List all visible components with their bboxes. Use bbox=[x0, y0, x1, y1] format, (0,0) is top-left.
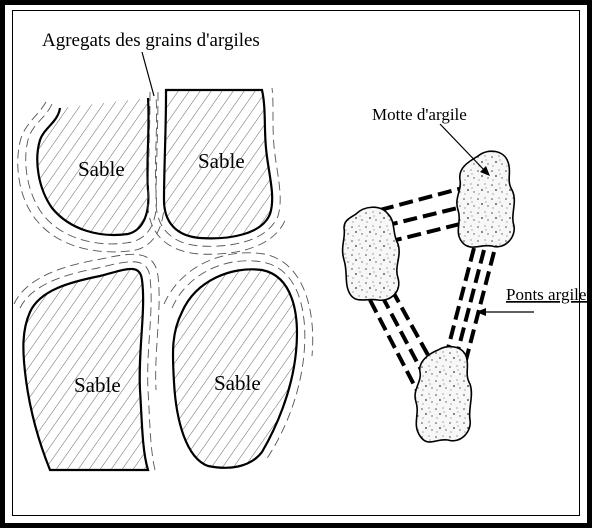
clod-leader-line bbox=[440, 124, 486, 172]
sand-grain-bottom-right bbox=[164, 253, 313, 468]
sand-grain-bottom-left bbox=[14, 254, 159, 474]
aggregates-leader-line bbox=[142, 52, 154, 96]
sand-label-4: Sable bbox=[214, 371, 261, 395]
clay-clod-top-right bbox=[457, 151, 514, 247]
clay-clod-bottom bbox=[415, 347, 471, 442]
clay-clod-left bbox=[343, 207, 400, 300]
aggregates-label: Agregats des grains d'argiles bbox=[42, 30, 260, 51]
sand-label-3: Sable bbox=[74, 373, 121, 397]
sand-label-2: Sable bbox=[198, 149, 245, 173]
clod-label: Motte d'argile bbox=[372, 105, 467, 124]
sand-label-1: Sable bbox=[78, 157, 125, 181]
bridges-label: Ponts argileux bbox=[506, 285, 592, 304]
